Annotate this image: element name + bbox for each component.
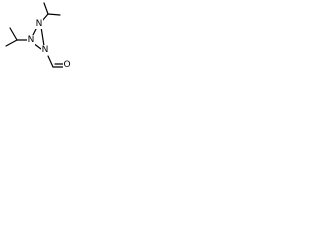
bond-ch-left-to-me-up bbox=[9, 27, 18, 41]
atom-labels: N N N O bbox=[27, 19, 72, 70]
bond-n-bottom-to-c-formyl bbox=[47, 55, 54, 68]
atom-o-carbonyl: O bbox=[63, 60, 70, 70]
bond-ch-left-to-me-down bbox=[5, 39, 18, 47]
bond-ch-top-to-me-left bbox=[43, 2, 49, 15]
bond-ch-top-to-me-right bbox=[47, 13, 61, 16]
bond-n-top-to-n-bottom bbox=[40, 26, 45, 47]
atom-n-bottom: N bbox=[42, 45, 49, 55]
atom-n-top: N bbox=[36, 19, 43, 29]
atom-n-left: N bbox=[28, 35, 35, 45]
bonds bbox=[5, 2, 64, 68]
structure-diagram: N N N O bbox=[0, 0, 86, 79]
molecule-drawing: N N N O bbox=[5, 2, 72, 70]
